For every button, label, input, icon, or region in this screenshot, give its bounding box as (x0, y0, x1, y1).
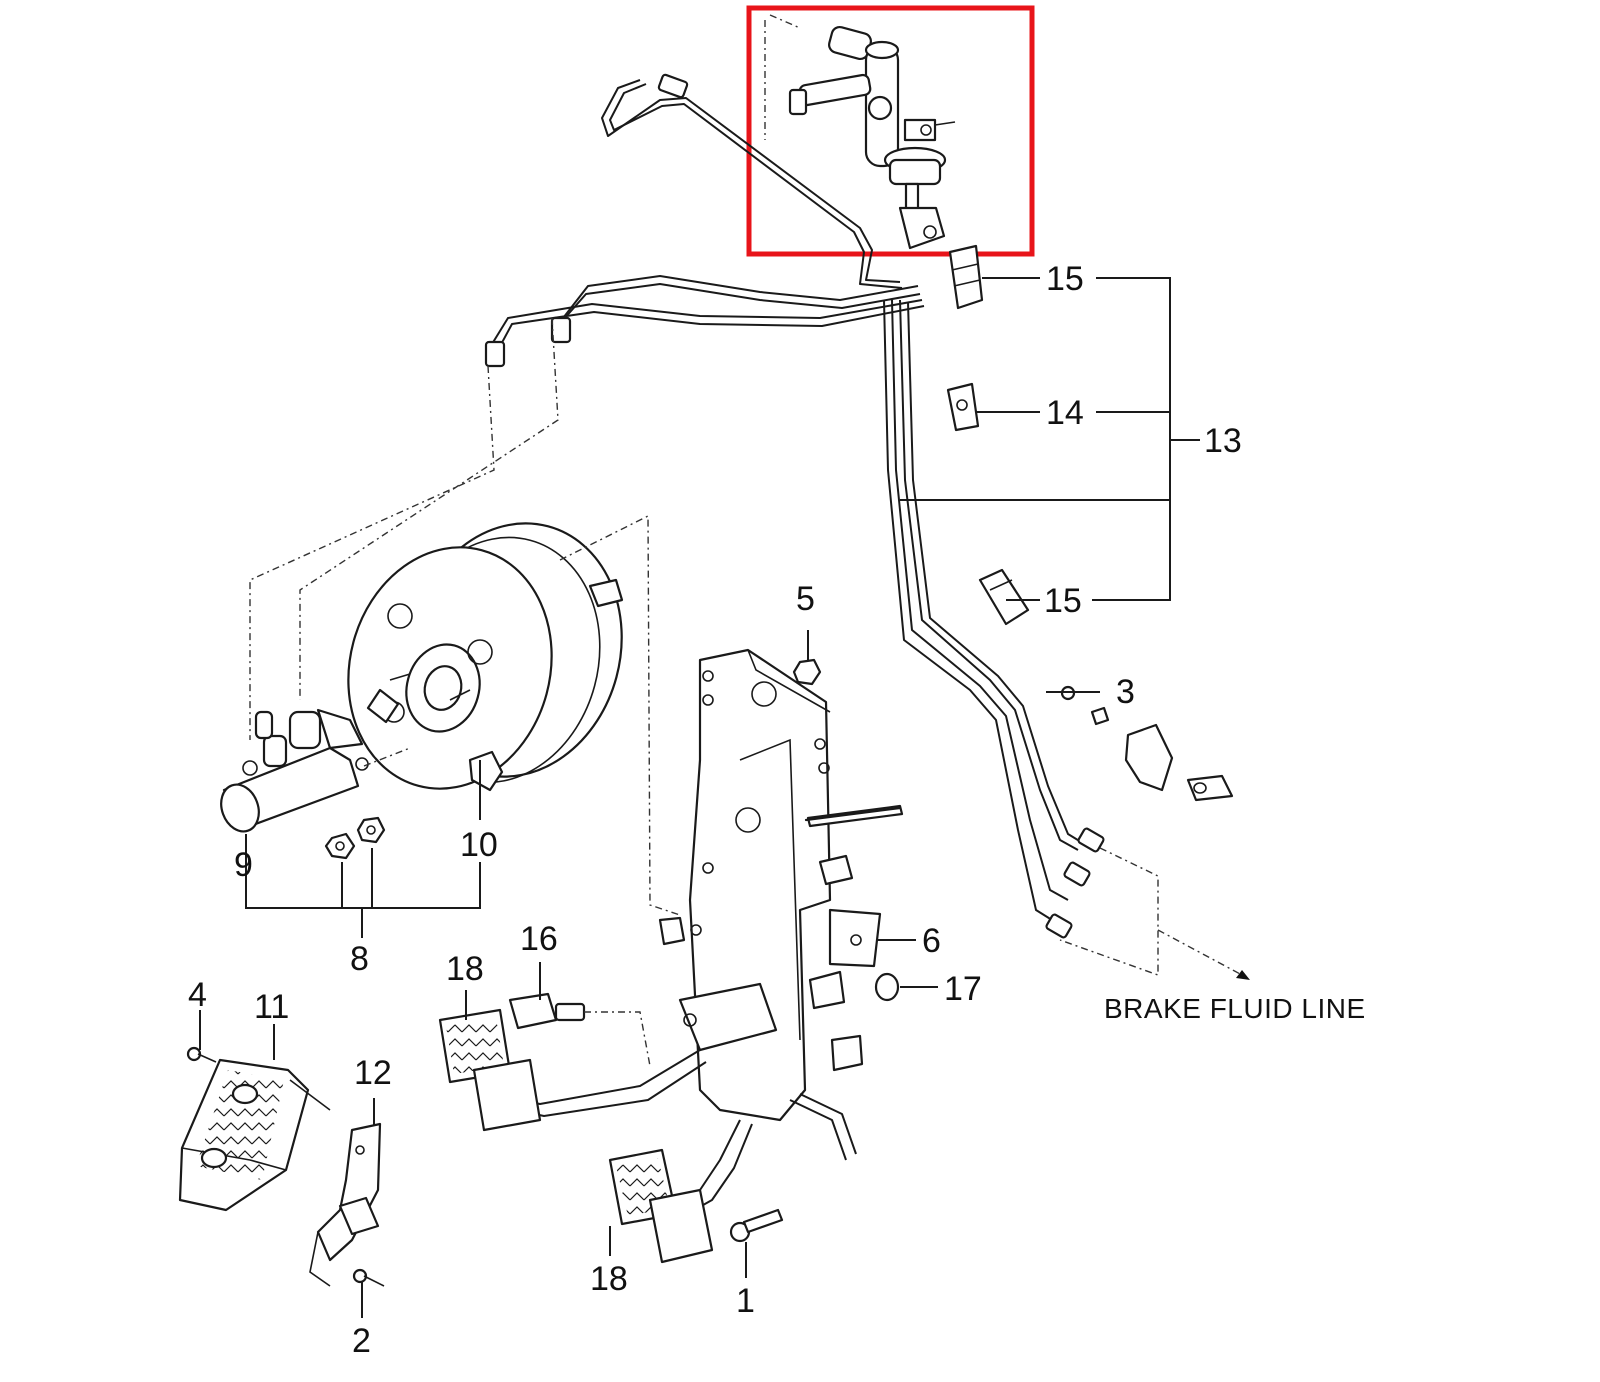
callout-12: 12 (354, 1054, 392, 1092)
callout-11: 11 (254, 988, 289, 1026)
callout-15-lower: 15 (1044, 582, 1082, 620)
callout-18-upper: 18 (446, 950, 484, 988)
bolt-1 (729, 1208, 784, 1243)
clutch-pedal-pad (438, 1008, 542, 1132)
pedal-switch-16 (508, 992, 651, 1067)
callout-labels: 15 14 13 15 3 5 6 17 9 10 8 16 18 4 11 1… (188, 260, 1242, 1360)
callout-1: 1 (736, 1282, 755, 1320)
callout-4: 4 (188, 976, 207, 1014)
nut-5 (792, 658, 822, 686)
brake-pipes (484, 73, 1250, 980)
pedal-bracket (658, 648, 904, 1122)
pipe-clip-15-upper (948, 244, 984, 310)
callout-13: 13 (1204, 422, 1242, 460)
bolt-2 (352, 1268, 385, 1287)
pipe-bracket-3 (1060, 685, 1234, 802)
callout-8: 8 (350, 940, 369, 978)
brake-fluid-line-caption: BRAKE FLUID LINE (1104, 993, 1366, 1024)
brake-booster (249, 317, 681, 916)
highlight-box (746, 5, 1035, 257)
callout-5: 5 (796, 580, 815, 618)
pivot-bolt (804, 806, 902, 822)
callout-leaders (199, 277, 1200, 1318)
clutch-master-cylinder (764, 14, 956, 250)
callout-14: 14 (1046, 394, 1084, 432)
callout-9: 9 (234, 846, 253, 884)
brake-pedal-pad (608, 1148, 714, 1264)
pipe-clip-14 (946, 382, 980, 432)
callout-16: 16 (520, 920, 558, 958)
callout-15-upper: 15 (1046, 260, 1084, 298)
nuts-8 (324, 816, 386, 860)
callout-3: 3 (1116, 673, 1135, 711)
brake-master-cylinder (220, 708, 411, 833)
bolt-4 (186, 1046, 217, 1063)
callout-2: 2 (352, 1322, 371, 1360)
callout-18-lower: 18 (590, 1260, 628, 1298)
accelerator-pedal-11 (178, 1058, 331, 1212)
callout-17: 17 (944, 970, 982, 1008)
pedal-bracket-12 (309, 1122, 382, 1287)
callout-10: 10 (460, 826, 498, 864)
stopper-17 (874, 972, 900, 1002)
pipe-clip-15-lower (978, 568, 1030, 626)
callout-6: 6 (922, 922, 941, 960)
